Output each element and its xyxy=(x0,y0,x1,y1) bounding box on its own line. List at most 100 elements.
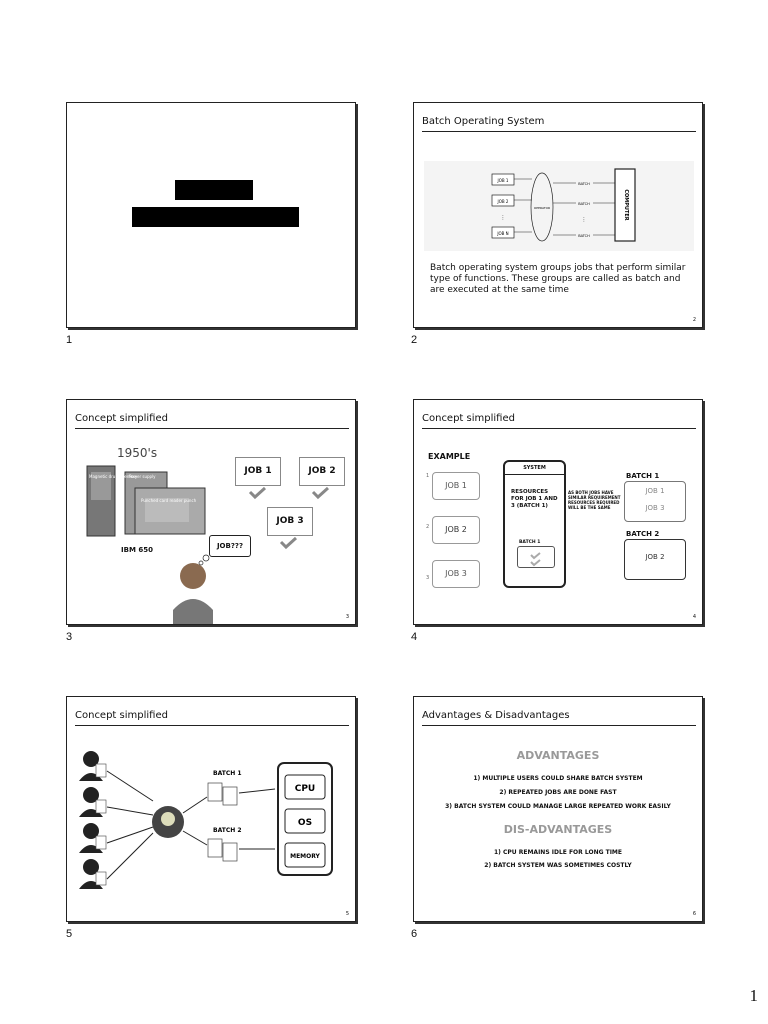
slide-4: Concept simplified EXAMPLE 1 JOB 1 2 JOB… xyxy=(413,399,703,625)
redacted-title-bar xyxy=(175,180,253,200)
svg-text:BATCH: BATCH xyxy=(578,202,590,206)
job-box-3: JOB 3 xyxy=(432,560,480,588)
slide-title: Concept simplified xyxy=(75,413,349,429)
job-number: 2 xyxy=(426,524,430,530)
slide-label-6: 6 xyxy=(411,928,418,940)
slide-number: 2 xyxy=(692,317,696,323)
requirement-note: AS BOTH JOBS HAVE SIMILAR REQUIREMENT RE… xyxy=(568,490,621,510)
job-card-2: JOB 2 xyxy=(299,457,345,486)
check-icon xyxy=(279,536,298,550)
slide-label-4: 4 xyxy=(411,631,418,643)
advantage-item: 1) MULTIPLE USERS COULD SHARE BATCH SYST… xyxy=(473,775,643,782)
batch1-box: JOB 1 JOB 3 xyxy=(624,481,686,522)
slide-title: Concept simplified xyxy=(75,710,349,726)
redacted-subtitle-bar xyxy=(132,207,299,227)
slide-title: Advantages & Disadvantages xyxy=(422,710,696,726)
job-card-3: JOB 3 xyxy=(267,507,313,536)
user-icon xyxy=(79,823,107,853)
svg-text:JOB 1: JOB 1 xyxy=(497,178,509,183)
svg-text:⋮: ⋮ xyxy=(501,215,506,221)
disadvantage-item: 2) BATCH SYSTEM WAS SOMETIMES COSTLY xyxy=(484,862,632,869)
slide-6: Advantages & Disadvantages ADVANTAGES 1)… xyxy=(413,696,703,922)
resources-text: RESOURCES FOR JOB 1 AND 3 (BATCH 1) xyxy=(511,489,558,509)
slide-label-3: 3 xyxy=(66,631,73,643)
operator-ellipse xyxy=(530,172,554,242)
slide-title: Concept simplified xyxy=(422,413,696,429)
svg-text:CPU: CPU xyxy=(295,784,316,794)
job-box-1: JOB 1 xyxy=(432,472,480,500)
job-box-n: JOB N xyxy=(491,226,515,239)
batch1-job: JOB 1 xyxy=(645,487,665,495)
batch-flow-diagram: BATCH 1 BATCH 2 CPU OS MEMORY xyxy=(79,751,333,889)
batch2-heading: BATCH 2 xyxy=(626,530,660,538)
slide-label-5: 5 xyxy=(66,928,73,940)
job-box-1: JOB 1 xyxy=(491,173,515,186)
person-icon xyxy=(173,563,213,624)
svg-text:BATCH 1: BATCH 1 xyxy=(213,770,242,777)
operator-icon xyxy=(152,806,184,838)
document-icon xyxy=(207,838,238,862)
system-label: SYSTEM xyxy=(505,462,564,475)
svg-text:BATCH: BATCH xyxy=(578,182,590,186)
memory-box xyxy=(284,842,326,868)
document-icon xyxy=(207,782,238,806)
disadvantages-heading: DIS-ADVANTAGES xyxy=(503,823,613,836)
check-icon xyxy=(311,486,330,500)
svg-text:BATCH: BATCH xyxy=(578,234,590,238)
slide-5: Concept simplified BATCH 1 BATCH 2 CPU O… xyxy=(66,696,356,922)
batch2-job: JOB 2 xyxy=(645,553,665,561)
page-number: 1 xyxy=(749,986,759,1005)
slide-3: Concept simplified 1950's Magnetic drum … xyxy=(66,399,356,625)
slide-number: 6 xyxy=(692,911,696,917)
svg-text:Power supply: Power supply xyxy=(129,474,156,479)
inner-batch-box xyxy=(517,546,555,568)
batch1-job: JOB 3 xyxy=(645,504,665,512)
inner-batch-label: BATCH 1 xyxy=(519,540,541,545)
svg-text:Punched card reader punch: Punched card reader punch xyxy=(141,498,197,503)
check-icon xyxy=(530,552,541,560)
disadvantage-item: 1) CPU REMAINS IDLE FOR LONG TIME xyxy=(493,849,623,856)
svg-text:JOB N: JOB N xyxy=(496,231,508,236)
advantage-item: 3) BATCH SYSTEM COULD MANAGE LARGE REPEA… xyxy=(445,803,671,810)
slide-title: Batch Operating System xyxy=(422,116,696,132)
machine-caption: IBM 650 xyxy=(121,546,153,554)
check-icon xyxy=(530,559,541,567)
job-box-2: JOB 2 xyxy=(491,194,515,207)
check-icon xyxy=(248,486,267,500)
computer-box xyxy=(614,168,636,242)
svg-text:JOB 2: JOB 2 xyxy=(497,199,509,204)
batch1-heading: BATCH 1 xyxy=(626,472,660,480)
slide-2: Batch Operating System JOB 1 JOB 2 ⋮ JOB… xyxy=(413,102,703,328)
svg-text:Magnetic drum memory: Magnetic drum memory xyxy=(89,474,138,479)
cpu-box xyxy=(284,774,326,800)
svg-text:MEMORY: MEMORY xyxy=(290,853,320,860)
slide-1 xyxy=(66,102,356,328)
advantages-heading: ADVANTAGES xyxy=(516,749,600,762)
slide-body-text: Batch operating system groups jobs that … xyxy=(430,263,686,295)
slide-number: 4 xyxy=(692,614,696,620)
job-card-1: JOB 1 xyxy=(235,457,281,486)
user-icon xyxy=(79,787,107,817)
svg-text:⋮: ⋮ xyxy=(582,217,587,223)
slide-label-2: 2 xyxy=(411,334,418,346)
job-number: 3 xyxy=(426,575,430,581)
svg-text:OPERATOR: OPERATOR xyxy=(534,206,550,210)
svg-text:COMPUTER: COMPUTER xyxy=(623,189,629,220)
example-heading: EXAMPLE xyxy=(428,452,471,461)
advantage-item: 2) REPEATED JOBS ARE DONE FAST xyxy=(499,789,617,796)
slide-label-1: 1 xyxy=(66,334,73,346)
batch2-box: JOB 2 xyxy=(624,539,686,580)
os-box xyxy=(284,808,326,834)
era-label: 1950's xyxy=(117,446,158,460)
slide-number: 3 xyxy=(345,614,349,620)
user-icon xyxy=(79,859,107,889)
check-marks xyxy=(173,486,330,624)
svg-text:BATCH 2: BATCH 2 xyxy=(213,827,242,834)
system-box: SYSTEM RESOURCES FOR JOB 1 AND 3 (BATCH … xyxy=(503,460,566,588)
job-box-2: JOB 2 xyxy=(432,516,480,544)
batch-diagram: JOB 1 JOB 2 ⋮ JOB N OPERATOR BATCH BATCH… xyxy=(424,161,694,251)
job-number: 1 xyxy=(426,473,430,479)
thought-bubble: JOB??? xyxy=(209,535,251,557)
ibm-650-illustration: Magnetic drum memory Power supply Punche… xyxy=(86,465,206,537)
user-icon xyxy=(79,751,107,781)
